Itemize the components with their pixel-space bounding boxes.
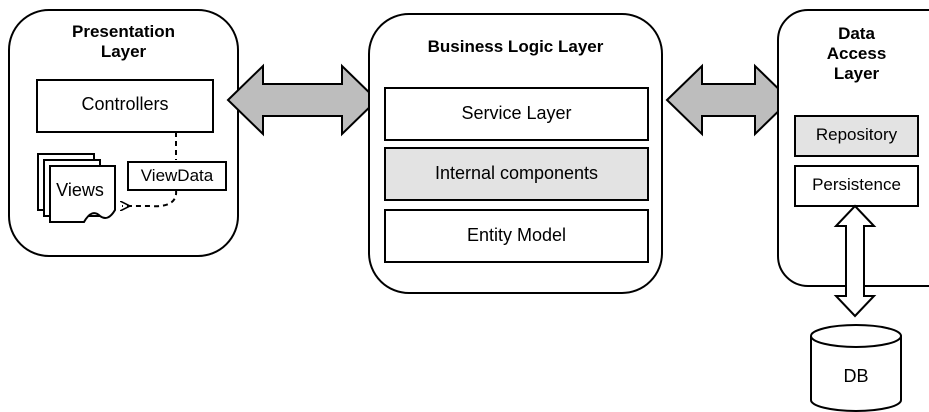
- views-document-icon: [37, 153, 116, 223]
- data-access-title-line1: Data: [838, 24, 875, 43]
- presentation-title-line1: Presentation: [72, 22, 175, 41]
- service-layer-label: Service Layer: [461, 103, 572, 123]
- persistence-box: [794, 165, 919, 207]
- presentation-business-arrow: [226, 63, 379, 137]
- internal-components-label: Internal components: [434, 163, 599, 183]
- entity-model-label: Entity Model: [466, 225, 567, 245]
- viewdata-flow-arrow: [122, 132, 178, 206]
- persistence-label: Persistence: [812, 175, 901, 194]
- business-logic-layer-title: Business Logic Layer: [427, 37, 604, 56]
- business-data-access-arrow: [665, 63, 792, 137]
- views-label: Views: [56, 180, 104, 200]
- data-access-title-line3: Layer: [833, 64, 880, 84]
- repository-box: [794, 115, 919, 157]
- data-access-title-line2: Access: [826, 44, 887, 64]
- db-label: DB: [843, 366, 869, 386]
- db-cylinder: [810, 324, 902, 412]
- repository-label: Repository: [815, 125, 898, 144]
- viewdata-label: ViewData: [140, 166, 214, 185]
- data-access-layer-title: Data Access Layer: [795, 24, 918, 84]
- presentation-title-line2: Layer: [100, 42, 147, 62]
- persistence-db-arrow: [833, 204, 877, 318]
- service-layer-box: [384, 87, 649, 141]
- entity-model-box: [384, 209, 649, 263]
- internal-components-box: [384, 147, 649, 201]
- controllers-box: [36, 79, 214, 133]
- presentation-layer-title: Presentation Layer: [30, 22, 217, 62]
- controllers-label: Controllers: [81, 94, 169, 114]
